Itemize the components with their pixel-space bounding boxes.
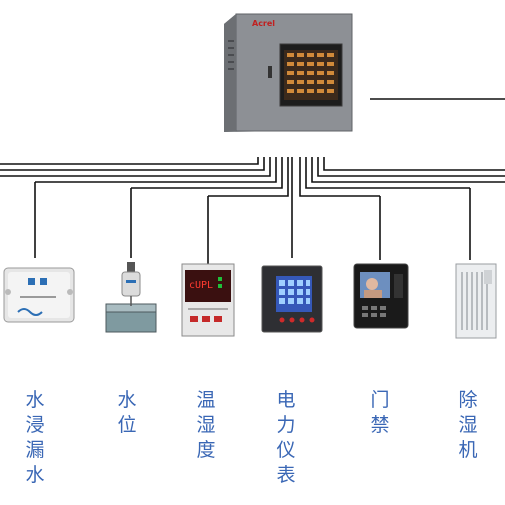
bus-line-3 bbox=[0, 157, 271, 177]
temp-humidity-controller-icon: cUPL bbox=[181, 263, 235, 337]
label-access-control: 门 禁 bbox=[370, 389, 390, 436]
water-level-sensor-icon bbox=[105, 262, 157, 333]
power-meter-icon bbox=[261, 265, 323, 333]
bus-line-10 bbox=[317, 157, 505, 177]
cabinet-brand: Acrel bbox=[252, 19, 275, 28]
bus-line-4 bbox=[35, 157, 277, 183]
svg-text:cUPL: cUPL bbox=[189, 280, 213, 291]
bus-line-8 bbox=[305, 157, 470, 189]
bus-line-7 bbox=[299, 157, 380, 197]
dehumidifier-icon bbox=[455, 263, 497, 339]
bus-line-1 bbox=[0, 157, 259, 165]
bus-line-9 bbox=[311, 157, 505, 183]
water-leak-sensor-icon bbox=[3, 267, 75, 323]
access-control-panel-icon bbox=[353, 263, 409, 329]
label-water-leak: 水 浸 漏 水 bbox=[25, 389, 45, 486]
connection-lines bbox=[0, 98, 505, 264]
label-water-level: 水 位 bbox=[117, 389, 137, 436]
bus-line-11 bbox=[323, 157, 505, 171]
bus-line-2 bbox=[0, 157, 265, 171]
label-dehumidifier: 除 湿 机 bbox=[458, 389, 478, 461]
label-temp-humidity: 温 湿 度 bbox=[196, 389, 216, 461]
bus-line-5 bbox=[131, 157, 283, 189]
bus-line-6 bbox=[208, 157, 289, 197]
monitoring-cabinet: Acrel bbox=[224, 13, 353, 132]
label-power-meter: 电 力 仪 表 bbox=[276, 389, 296, 486]
